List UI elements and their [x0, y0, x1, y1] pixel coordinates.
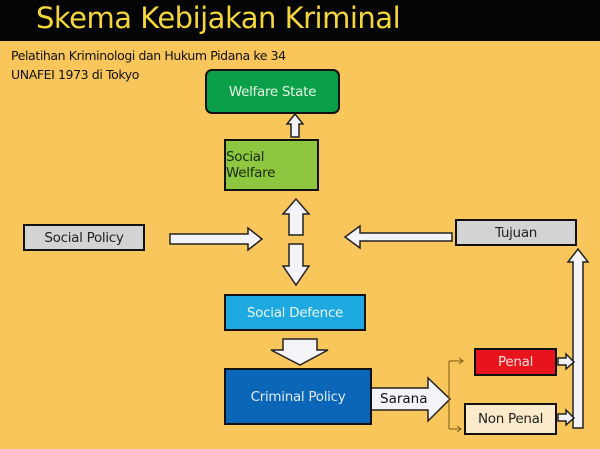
sarana-label: Sarana	[380, 391, 428, 407]
node-social-welfare: Social Welfare	[224, 139, 319, 191]
tujuan-label: Tujuan	[494, 224, 538, 241]
arrow-right-social-policy	[169, 226, 264, 252]
arrow-left-tujuan	[343, 224, 453, 250]
arrow-down-criminal-policy	[270, 338, 329, 366]
social-policy-label: Social Policy	[44, 229, 124, 246]
criminal-policy-label: Criminal Policy	[250, 388, 346, 405]
penal-label: Penal	[497, 354, 534, 370]
node-social-policy: Social Policy	[23, 224, 145, 251]
branch-nonpenal	[449, 425, 462, 433]
branch-penal	[449, 357, 464, 365]
arrow-up-small	[285, 112, 305, 138]
subtitle-line-2: UNAFEI 1973 di Tokyo	[11, 67, 139, 82]
node-welfare-state: Welfare State	[205, 69, 340, 114]
subtitle-line-1: Pelatihan Kriminologi dan Hukum Pidana k…	[11, 48, 286, 63]
node-criminal-policy: Criminal Policy	[224, 368, 372, 425]
node-social-defence: Social Defence	[224, 294, 366, 331]
arrow-up-social-welfare	[281, 197, 311, 236]
node-tujuan: Tujuan	[455, 219, 577, 246]
arrow-up-tujuan	[566, 247, 590, 429]
social-welfare-label: Social Welfare	[226, 149, 276, 181]
node-non-penal: Non Penal	[464, 403, 557, 435]
arrow-down-social-defence	[281, 243, 311, 287]
page-title: Skema Kebijakan Kriminal	[36, 1, 401, 35]
arrow-sarana	[370, 376, 452, 423]
welfare-state-label: Welfare State	[228, 83, 317, 100]
social-defence-label: Social Defence	[246, 304, 344, 321]
arrow-penal-right	[557, 352, 576, 371]
arrow-nonpenal-right	[557, 408, 576, 427]
title-bar: Skema Kebijakan Kriminal	[0, 0, 600, 41]
non-penal-label: Non Penal	[477, 411, 544, 427]
node-penal: Penal	[474, 348, 557, 376]
